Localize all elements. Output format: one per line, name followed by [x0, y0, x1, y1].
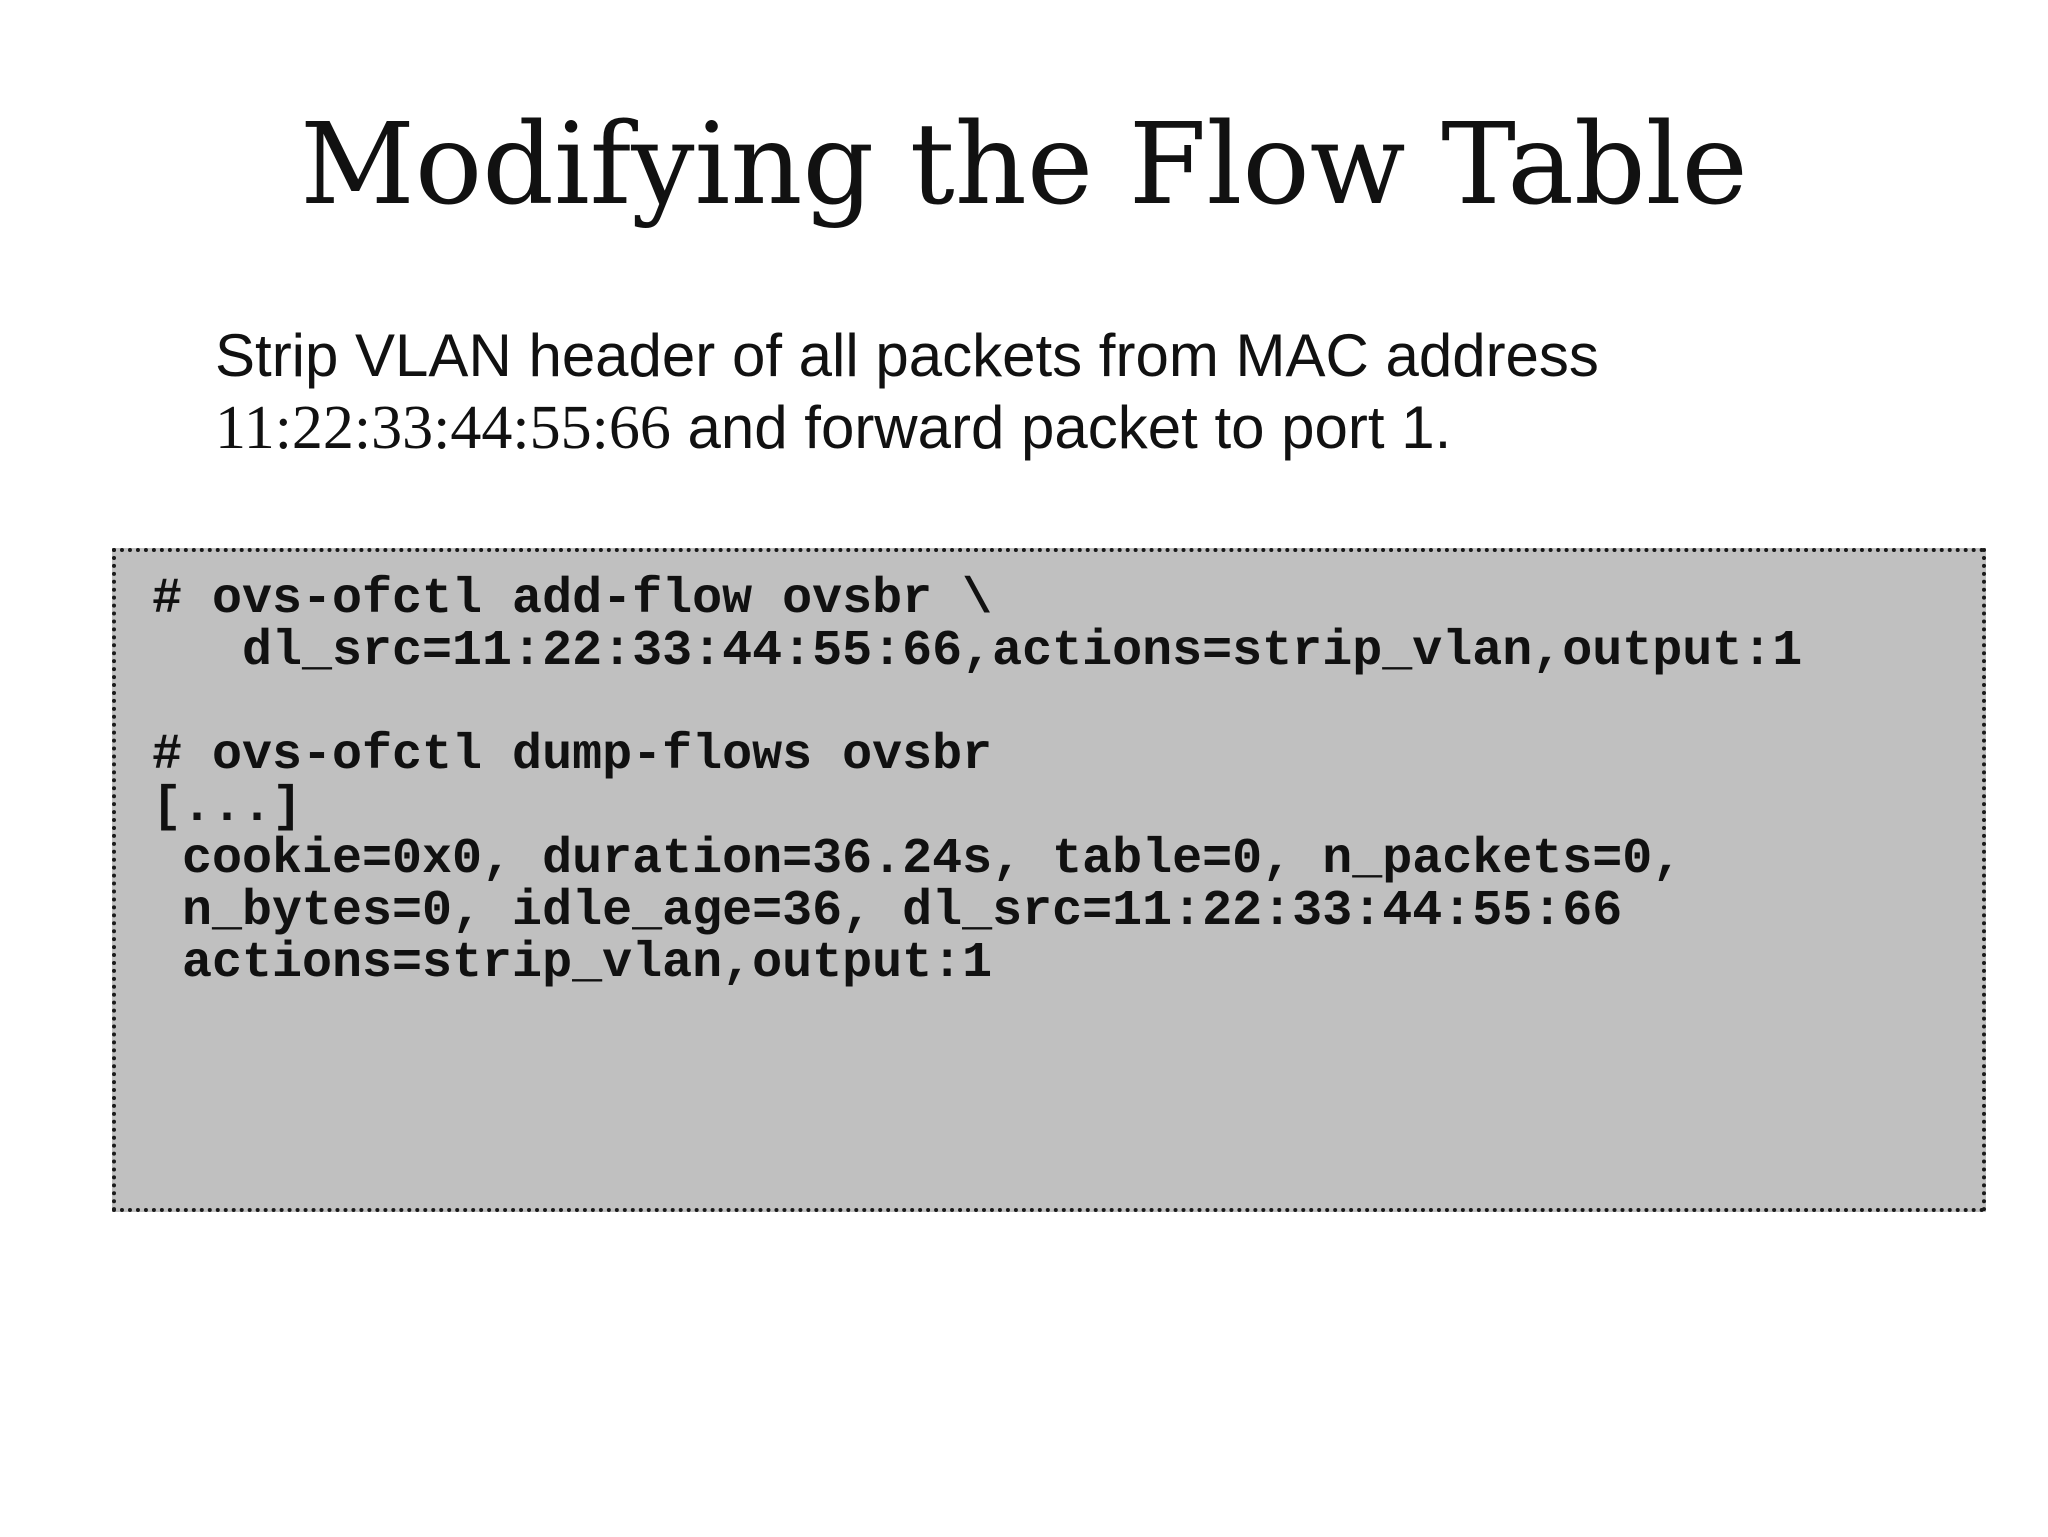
code-line: [152, 678, 1802, 730]
code-line: dl_src=11:22:33:44:55:66,actions=strip_v…: [152, 623, 1803, 680]
slide-title: Modifying the Flow Table: [300, 100, 1748, 230]
code-line: # ovs-ofctl add-flow ovsbr \: [152, 571, 993, 628]
code-line: n_bytes=0, idle_age=36, dl_src=11:22:33:…: [152, 883, 1623, 940]
code-line: # ovs-ofctl dump-flows ovsbr: [152, 727, 993, 784]
slide-description: Strip VLAN header of all packets from MA…: [215, 320, 1915, 464]
mac-address: 11:22:33:44:55:66: [215, 394, 671, 462]
description-line-2-rest: and forward packet to port 1.: [670, 394, 1452, 461]
code-line: [...]: [152, 779, 303, 836]
code-block: # ovs-ofctl add-flow ovsbr \ dl_src=11:2…: [112, 548, 1986, 1212]
code-line: actions=strip_vlan,output:1: [152, 935, 993, 992]
description-line-2: 11:22:33:44:55:66 and forward packet to …: [215, 392, 1915, 464]
code-text: # ovs-ofctl add-flow ovsbr \ dl_src=11:2…: [152, 574, 1802, 990]
description-line-1: Strip VLAN header of all packets from MA…: [215, 322, 1599, 389]
code-line: cookie=0x0, duration=36.24s, table=0, n_…: [152, 831, 1683, 888]
